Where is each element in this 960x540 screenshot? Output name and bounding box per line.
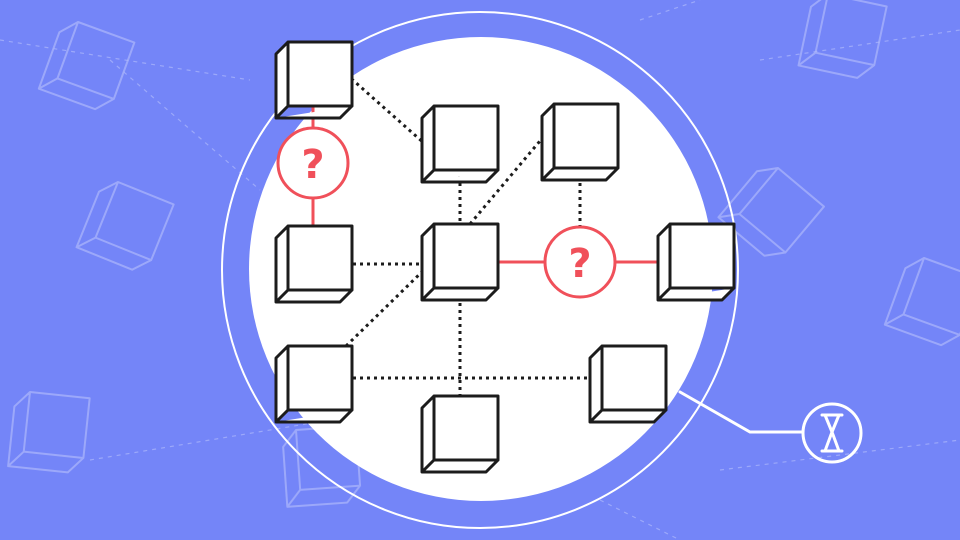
question-mark-icon: ? <box>568 241 591 287</box>
node-center <box>420 222 500 302</box>
timer-connector <box>678 390 804 434</box>
unknown-marker-right: ? <box>543 225 617 299</box>
node-middle-left <box>274 224 354 304</box>
unknown-marker-left: ? <box>276 126 350 200</box>
question-mark-icon: ? <box>301 142 324 188</box>
timer-badge <box>801 402 863 464</box>
node-bottom-center <box>420 394 500 474</box>
node-lower-left <box>274 344 354 424</box>
node-lower-right <box>588 344 668 424</box>
node-middle-right <box>656 222 736 302</box>
node-top-left <box>274 40 354 120</box>
node-top-center <box>420 104 500 184</box>
node-top-right <box>540 102 620 182</box>
dotted-links <box>344 72 590 396</box>
outer-ring <box>221 11 739 529</box>
hourglass-icon <box>820 413 844 453</box>
